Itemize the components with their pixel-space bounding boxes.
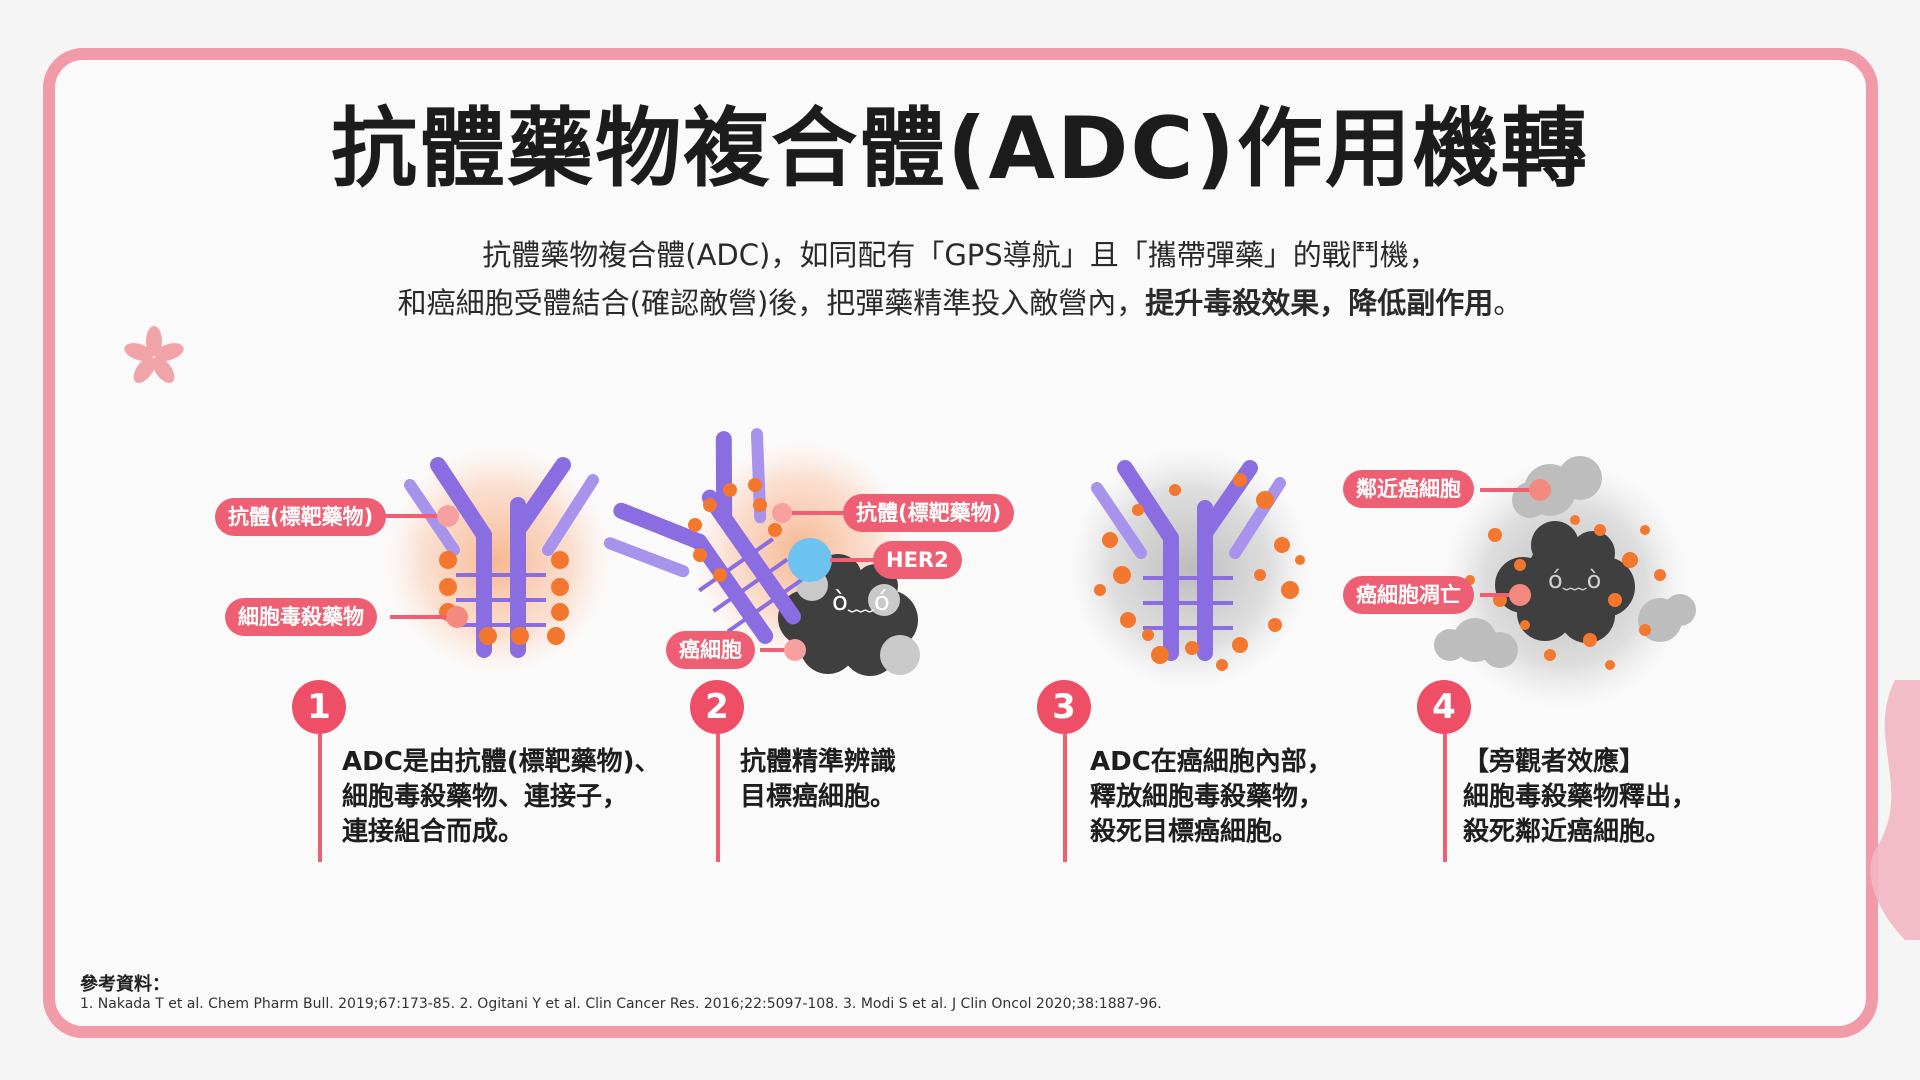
step-1-line [318, 720, 322, 862]
step-2-line-1: 抗體精準辨識 [740, 747, 897, 777]
step-1-line-3: 連接組合而成。 [342, 817, 525, 847]
step-1-number: 1 [292, 680, 346, 734]
scene-2-antibody-recognition: ò﹏ó [598, 422, 920, 679]
step-4-line-2: 細胞毒殺藥物釋出， [1463, 782, 1698, 812]
sad-face-icon: ó﹏ò [1548, 566, 1601, 594]
tag-cancer-cell: 癌細胞 [666, 631, 755, 669]
page-title: 抗體藥物複合體(ADC)作用機轉 [331, 99, 1589, 199]
intro-line-2-bold: 提升毒殺效果，降低副作用 [1145, 286, 1494, 320]
step-1-line-2: 細胞毒殺藥物、連接子， [342, 782, 629, 812]
scene-3-payload-release [1068, 446, 1312, 690]
tag-cancer-cell-death: 癌細胞凋亡 [1343, 576, 1474, 614]
step-4-line [1443, 720, 1447, 862]
references-text: 1. Nakada T et al. Chem Pharm Bull. 2019… [80, 996, 1162, 1012]
flower-decoration-icon [124, 326, 184, 383]
tag-antibody-1: 抗體(標靶藥物) [215, 498, 387, 536]
ribbon-decoration-icon [1870, 680, 1920, 940]
intro-line-1: 抗體藥物複合體(ADC)，如同配有「GPS導航」且「攜帶彈藥」的戰鬥機， [482, 238, 1438, 272]
step-3-line [1063, 720, 1067, 862]
tag-her2: HER2 [873, 541, 962, 579]
intro-line-2: 和癌細胞受體結合(確認敵營)後，把彈藥精準投入敵營內，提升毒殺效果，降低副作用。 [0, 280, 1920, 322]
step-4-text: 【旁觀者效應】 細胞毒殺藥物釋出， 殺死鄰近癌細胞。 [1463, 745, 1697, 850]
step-2-number: 2 [690, 680, 744, 734]
step-3-number: 3 [1037, 680, 1091, 734]
references-title: 參考資料： [80, 974, 170, 995]
step-3-line-3: 殺死目標癌細胞。 [1090, 817, 1299, 847]
tag-payload-1: 細胞毒殺藥物 [225, 598, 377, 636]
step-2-line-2: 目標癌細胞。 [740, 782, 897, 812]
step-1-text: ADC是由抗體(標靶藥物)、 細胞毒殺藥物、連接子， 連接組合而成。 [342, 745, 661, 850]
step-3-line-2: 釋放細胞毒殺藥物， [1090, 782, 1325, 812]
step-1-line-1: ADC是由抗體(標靶藥物)、 [342, 747, 661, 777]
scene-1-adc-structure [370, 445, 613, 675]
tag-antibody-2: 抗體(標靶藥物) [843, 494, 1015, 532]
angry-face-icon: ò﹏ó [832, 587, 890, 617]
step-4-number: 4 [1417, 680, 1471, 734]
step-4-line-3: 殺死鄰近癌細胞。 [1463, 817, 1672, 847]
intro-line-2-plain: 和癌細胞受體結合(確認敵營)後，把彈藥精準投入敵營內， [397, 286, 1146, 320]
intro-line-2-end: 。 [1493, 286, 1523, 320]
step-2-line [716, 720, 720, 862]
tag-neighbor-cancer-cell: 鄰近癌細胞 [1343, 470, 1474, 508]
step-3-line-1: ADC在癌細胞內部， [1090, 747, 1333, 777]
step-4-line-1: 【旁觀者效應】 [1463, 747, 1646, 777]
scene-4-bystander-effect: ó﹏ò [1434, 456, 1696, 710]
step-3-text: ADC在癌細胞內部， 釋放細胞毒殺藥物， 殺死目標癌細胞。 [1090, 745, 1333, 850]
step-2-text: 抗體精準辨識 目標癌細胞。 [740, 745, 896, 815]
